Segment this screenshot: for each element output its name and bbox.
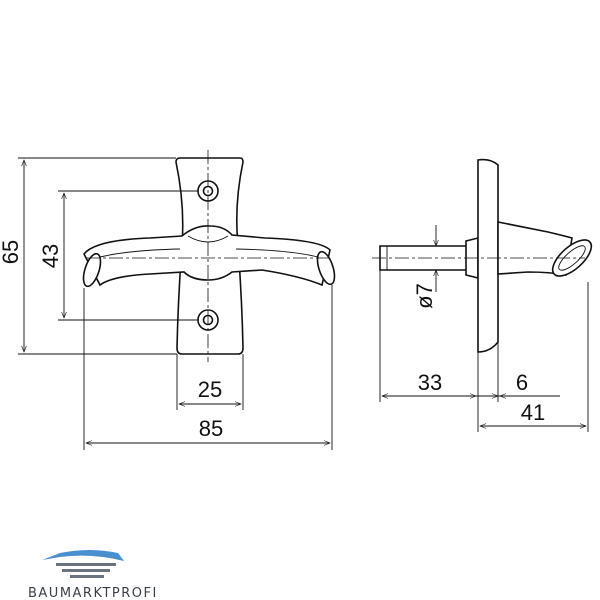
brand-logo: BAUMARKTPROFI	[28, 550, 158, 600]
dim-pin-diameter: ø7	[412, 283, 437, 309]
lever-end-left	[82, 252, 102, 288]
rosette-side	[477, 158, 499, 353]
dim-height-total: 65	[0, 240, 23, 264]
dim-hole-spacing: 43	[38, 244, 63, 268]
dim-plate-thickness: 6	[516, 370, 528, 395]
front-view: 65 43 25 85	[0, 150, 336, 450]
roof-icon	[42, 550, 124, 561]
side-view: ø7 33 6 41	[372, 158, 593, 432]
dim-side-depth: 41	[521, 400, 545, 425]
handle-side-end	[551, 239, 593, 277]
lever-end-right	[316, 250, 336, 286]
dim-plate-width: 25	[198, 377, 222, 402]
dim-lever-length: 85	[199, 416, 223, 441]
dim-pin-length: 33	[418, 370, 442, 395]
brand-name: BAUMARKTPROFI	[28, 586, 158, 600]
lever-handle	[83, 225, 331, 287]
